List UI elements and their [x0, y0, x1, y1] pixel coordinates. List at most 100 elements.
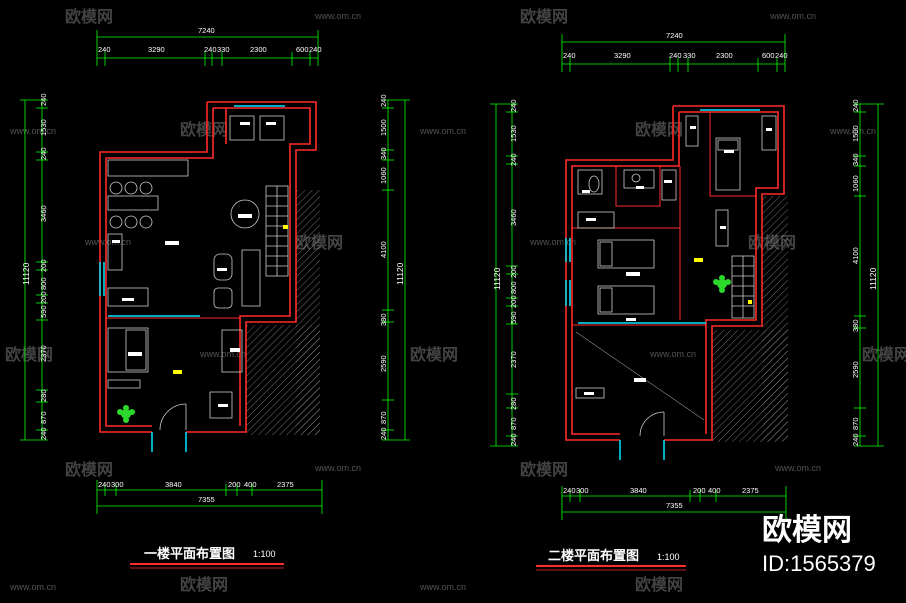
- dimension-label: 3290: [614, 51, 631, 60]
- floor-plan-1: 7240 240 3290 240 330 2300 600 240 240: [20, 26, 410, 569]
- dimension-top-total: 7240: [198, 26, 215, 35]
- plan-title: 一楼平面布置图: [144, 546, 235, 562]
- dimension-label: 240: [98, 45, 111, 54]
- dimension-label: 240: [669, 51, 682, 60]
- dimension-label: 600: [296, 45, 309, 54]
- dimension-right: [854, 103, 884, 447]
- dimension-label: 2590: [851, 361, 860, 378]
- watermark-url: www.om.cn: [314, 11, 361, 21]
- dimension-right-total: 11120: [395, 262, 405, 285]
- watermark-brand: 欧模网: [65, 7, 113, 26]
- dimension-label: 3460: [39, 205, 48, 222]
- watermark-url: www.om.cn: [84, 237, 131, 247]
- dimension-top-total: 7240: [666, 31, 683, 40]
- dimension-label: 870: [509, 417, 518, 430]
- brand-stamp: 欧模网 ID:1565379: [762, 513, 876, 576]
- dimension-label: 240: [775, 51, 788, 60]
- marker-yellow: [694, 258, 703, 262]
- dimension-label: 1500: [851, 125, 860, 142]
- plan-title: 二楼平面布置图: [548, 548, 639, 564]
- dimension-left-labels: 240 1530 240 3460 200 800 200 590 2370 2…: [492, 99, 518, 446]
- watermark-brand: 欧模网: [180, 120, 228, 139]
- dimension-label: 330: [217, 45, 230, 54]
- dimension-top: [561, 34, 786, 72]
- dimension-label: 240: [851, 433, 860, 446]
- dimension-label: 800: [39, 277, 48, 290]
- dimension-label: 240: [379, 427, 388, 440]
- watermark-layer: 欧模网 www.om.cn 欧模网 www.om.cn 欧模网 www.om.c…: [5, 7, 906, 594]
- watermark-brand: 欧模网: [635, 575, 683, 594]
- dimension-label: 240: [39, 427, 48, 440]
- staircase: [265, 185, 289, 277]
- dimension-label: 380: [851, 319, 860, 332]
- dimension-label: 280: [39, 389, 48, 402]
- dimension-label: 2370: [509, 351, 518, 368]
- dimension-label: 330: [683, 51, 696, 60]
- watermark-url: www.om.cn: [529, 237, 576, 247]
- plant-icon: [713, 275, 731, 293]
- dimension-label: 1060: [851, 175, 860, 192]
- dimension-label: 3840: [630, 486, 647, 495]
- floor-plan-2: 7240 240 3290 240 330 2300 600 240 240: [490, 31, 884, 571]
- dimension-label: 2370: [39, 345, 48, 362]
- dimension-right: [382, 99, 410, 441]
- dimension-label: 400: [244, 480, 257, 489]
- dimension-left-labels: 240 1530 240 3460 200 800 200 590 2370 2…: [21, 93, 48, 440]
- watermark-url: www.om.cn: [9, 126, 56, 136]
- dimension-label: 4100: [379, 241, 388, 258]
- dimension-label: 240: [379, 94, 388, 107]
- dimension-label: 240: [563, 486, 576, 495]
- brand-name: 欧模网: [762, 513, 852, 548]
- dimension-bottom: [96, 480, 323, 514]
- watermark-brand: 欧模网: [520, 7, 568, 26]
- marker-yellow: [173, 370, 182, 374]
- watermark-url: www.om.cn: [774, 463, 821, 473]
- dimension-label: 200: [228, 480, 241, 489]
- dimension-label: 240: [39, 147, 48, 160]
- dimension-label: 590: [39, 305, 48, 318]
- watermark-url: www.om.cn: [649, 349, 696, 359]
- dimension-label: 870: [851, 417, 860, 430]
- dimension-bottom: [561, 486, 787, 520]
- hatched-exterior: [712, 330, 788, 442]
- dimension-label: 400: [708, 486, 721, 495]
- dimension-label: 4100: [851, 247, 860, 264]
- dimension-right-labels: 240 1500 340 1060 4100 380 2590 870 240 …: [379, 94, 405, 440]
- plant-icon: [117, 405, 135, 423]
- dimension-left-total: 11120: [492, 267, 502, 290]
- dimension-label: 200: [39, 291, 48, 304]
- dimension-label: 340: [851, 153, 860, 166]
- dimension-label: 3840: [165, 480, 182, 489]
- walls: [565, 105, 785, 441]
- dimension-label: 300: [576, 486, 589, 495]
- watermark-url: www.om.cn: [314, 463, 361, 473]
- room-label-markers: [112, 122, 276, 407]
- dimension-label: 240: [98, 480, 111, 489]
- dimension-label: 240: [204, 45, 217, 54]
- dimension-label: 870: [379, 411, 388, 424]
- watermark-brand: 欧模网: [410, 345, 458, 364]
- dimension-label: 870: [39, 411, 48, 424]
- dimension-label: 380: [379, 313, 388, 326]
- watermark-url: www.om.cn: [9, 582, 56, 592]
- dimension-label: 240: [509, 99, 518, 112]
- dimension-label: 240: [509, 433, 518, 446]
- room-label-markers: [582, 126, 772, 395]
- dimension-label: 240: [39, 93, 48, 106]
- dimension-left: [490, 103, 518, 447]
- watermark-url: www.om.cn: [769, 11, 816, 21]
- dimension-bottom-total: 7355: [666, 501, 683, 510]
- dimension-top: [96, 30, 319, 66]
- dimension-label: 200: [693, 486, 706, 495]
- watermark-brand: 欧模网: [862, 345, 906, 364]
- dimension-label: 3290: [148, 45, 165, 54]
- dimension-label: 2300: [716, 51, 733, 60]
- dimension-label: 3460: [509, 209, 518, 226]
- walls: [99, 101, 317, 433]
- dimension-label: 240: [563, 51, 576, 60]
- dimension-label: 1060: [379, 167, 388, 184]
- dimension-left-total: 11120: [21, 262, 31, 285]
- dimension-label: 800: [509, 281, 518, 294]
- stair-marker: [283, 225, 288, 229]
